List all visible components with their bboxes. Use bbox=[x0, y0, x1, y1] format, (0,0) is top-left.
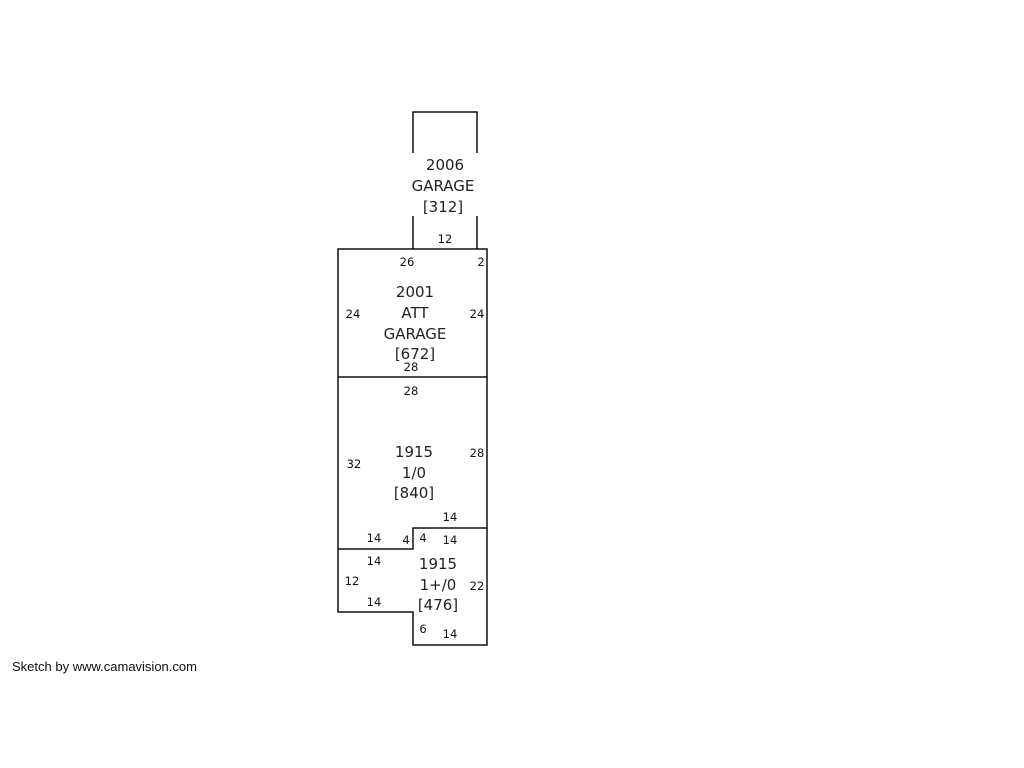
dim-label: 14 bbox=[367, 554, 382, 568]
dim-label: 28 bbox=[404, 360, 419, 374]
dim-label: 28 bbox=[404, 384, 419, 398]
dimension-labels: 12 26 2 24 24 28 28 32 28 14 14 4 4 14 1… bbox=[345, 232, 485, 641]
dim-label: 14 bbox=[367, 531, 382, 545]
dim-label: 28 bbox=[470, 446, 485, 460]
addition-year: 1915 bbox=[419, 555, 457, 573]
garage-type: GARAGE bbox=[412, 177, 475, 195]
dim-label: 4 bbox=[402, 533, 409, 547]
dim-label: 24 bbox=[346, 307, 361, 321]
dim-label: 4 bbox=[419, 531, 426, 545]
addition-type: 1+/0 bbox=[420, 576, 457, 594]
dim-label: 22 bbox=[470, 579, 485, 593]
dim-label: 26 bbox=[400, 255, 415, 269]
att-garage-type2: GARAGE bbox=[384, 325, 447, 343]
garage-area: [312] bbox=[423, 198, 463, 216]
main-type: 1/0 bbox=[402, 464, 426, 482]
dim-label: 24 bbox=[470, 307, 485, 321]
dim-label: 14 bbox=[443, 533, 458, 547]
dim-label: 12 bbox=[345, 574, 360, 588]
main-area: [840] bbox=[394, 484, 434, 502]
main-year: 1915 bbox=[395, 443, 433, 461]
dim-label: 14 bbox=[443, 627, 458, 641]
addition-area: [476] bbox=[418, 596, 458, 614]
att-garage-type1: ATT bbox=[401, 304, 429, 322]
dim-label: 2 bbox=[477, 255, 484, 269]
dim-label: 6 bbox=[419, 622, 426, 636]
garage-outline bbox=[412, 111, 478, 249]
att-garage-outline bbox=[337, 248, 488, 378]
addition-outline bbox=[337, 528, 488, 646]
sketch-credit: Sketch by www.camavision.com bbox=[12, 659, 197, 674]
garage-year: 2006 bbox=[426, 156, 464, 174]
att-garage-year: 2001 bbox=[396, 283, 434, 301]
dim-label: 14 bbox=[367, 595, 382, 609]
main-house-outline bbox=[337, 377, 488, 550]
att-garage-area: [672] bbox=[395, 345, 435, 363]
dim-label: 32 bbox=[347, 457, 362, 471]
dim-label: 12 bbox=[438, 232, 453, 246]
dim-label: 14 bbox=[443, 510, 458, 524]
